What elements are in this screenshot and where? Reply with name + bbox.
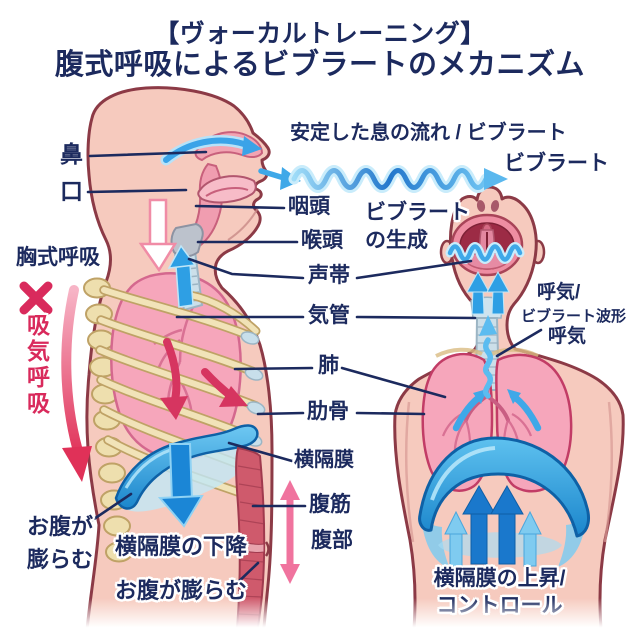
- breath-flow-label: 安定した息の流れ / ビブラート: [290, 122, 567, 144]
- breath-wave: [258, 165, 508, 193]
- vibrato-result-label: ビブラート: [504, 152, 609, 175]
- chest-compression-arrows: [160, 338, 248, 420]
- mouth-vibrato-wave: [445, 242, 525, 264]
- label-trachea: 気管: [308, 304, 350, 327]
- belly-expands-bottom-label: お腹が膨らむ: [115, 578, 248, 603]
- exhalation-top-label: 呼気/: [537, 282, 581, 303]
- airflow-up-arrow: [167, 244, 197, 308]
- label-mouth: 口: [60, 178, 83, 204]
- diaphragm-descent-arrow: [157, 443, 204, 528]
- label-vocal-cords: 声帯: [308, 264, 350, 287]
- larynx-shape: [170, 222, 204, 258]
- chest-breathing-arrow: [61, 285, 92, 482]
- x-mark-icon: [19, 281, 53, 315]
- label-larynx: 喉頭: [301, 229, 343, 252]
- nose-airflow-arrow: [160, 135, 262, 166]
- belly-expands-left-label: お腹が 膨らむ: [27, 514, 94, 572]
- inhale-down-arrow: [138, 198, 178, 273]
- page-title-line2: 腹式呼吸によるビブラートのメカニズム: [54, 49, 586, 81]
- right-figure-illustration: [393, 185, 625, 640]
- label-abdominal-muscles: 腹筋: [309, 493, 351, 516]
- label-abdomen: 腹部: [311, 529, 353, 552]
- abdomen-double-arrow: [280, 480, 300, 584]
- left-figure-illustration: [61, 86, 300, 640]
- page-title-line1: 【ヴォーカルトレーニング】: [154, 20, 486, 48]
- exhalation-bottom-label: 呼気: [548, 326, 587, 347]
- label-lung: 肺: [318, 354, 339, 377]
- label-nose: 鼻: [60, 141, 83, 167]
- vibrato-waveform-label: ビブラート波形: [521, 308, 627, 325]
- diaphragm-rise-label: 横隔膜の上昇/ コントロール: [433, 567, 566, 617]
- diaphragm-descent-label: 横隔膜の下降: [115, 534, 248, 559]
- label-connector-lines: [86, 150, 543, 588]
- exhale-airflow-arrows: [452, 270, 542, 432]
- chest-breathing-label: 胸式呼吸: [16, 246, 100, 269]
- label-pharynx: 咽頭: [288, 195, 330, 218]
- diaphragm-rise-arrows: [444, 484, 542, 567]
- inhalation-vertical-label: 吸気呼吸: [23, 313, 50, 417]
- label-diaphragm: 横隔膜: [294, 449, 354, 471]
- label-ribs: 肋骨: [307, 400, 349, 423]
- navel-line: [264, 541, 270, 557]
- vibrato-generation-label: ビブラート の生成: [365, 201, 470, 252]
